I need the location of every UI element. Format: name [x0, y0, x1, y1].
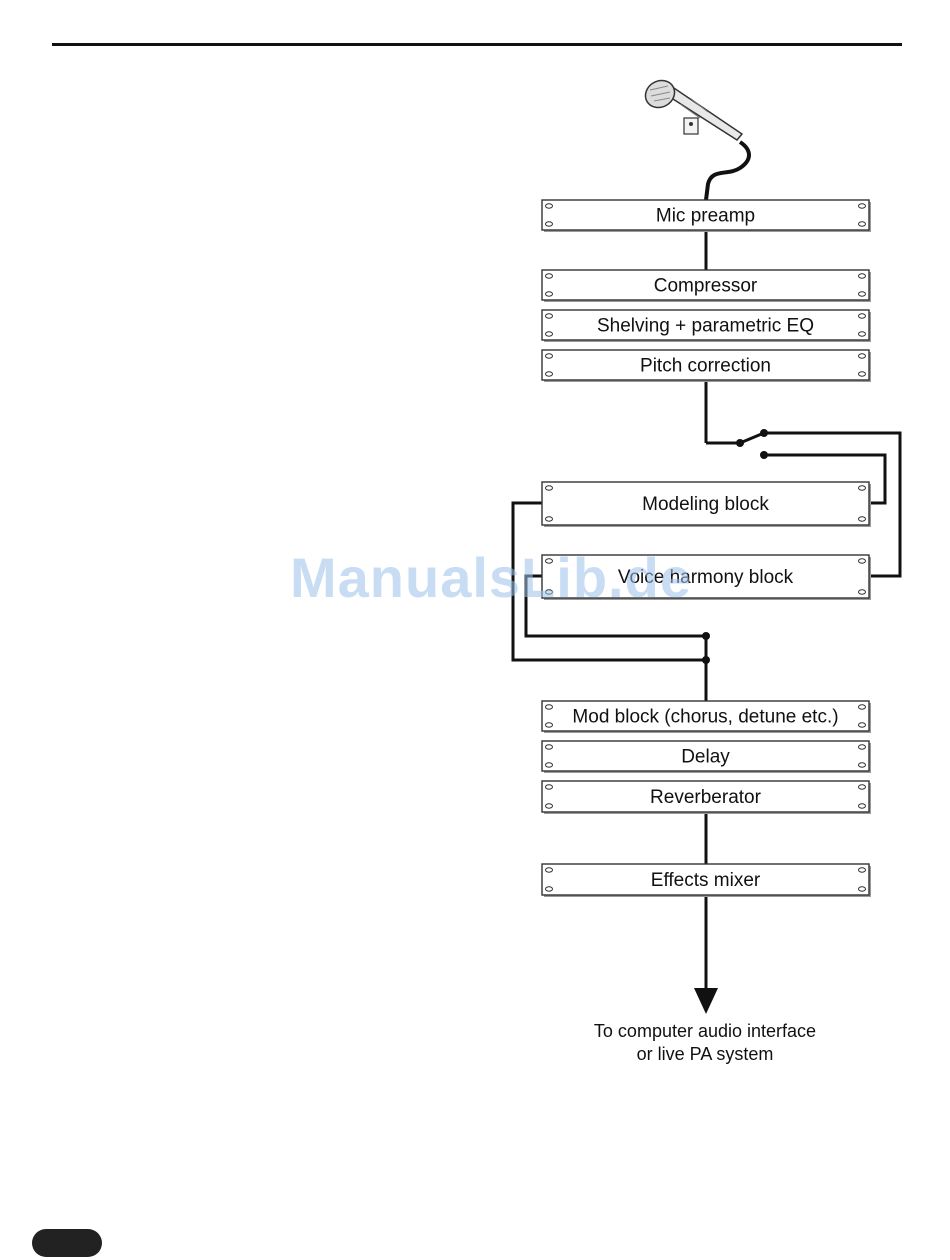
rack-unit-delay: Delay — [542, 741, 871, 773]
watermark: ManualsLib.de — [290, 545, 692, 610]
rack-unit-mic-preamp: Mic preamp — [542, 200, 871, 232]
rack-unit-effects-mixer: Effects mixer — [542, 864, 871, 897]
output-arrow — [694, 988, 718, 1014]
rack-label-effects-mixer: Effects mixer — [651, 870, 761, 891]
rack-label-pitch-correction: Pitch correction — [640, 356, 771, 377]
switch-contacts — [702, 429, 768, 664]
rack-unit-mod-block: Mod block (chorus, detune etc.) — [542, 701, 871, 733]
rack-unit-modeling-block: Modeling block — [542, 482, 871, 527]
rack-label-mod-block: Mod block (chorus, detune etc.) — [572, 707, 838, 728]
rack-label-reverberator: Reverberator — [650, 787, 762, 808]
output-line-1: To computer audio interface — [530, 1020, 880, 1043]
output-line-2: or live PA system — [530, 1043, 880, 1066]
rack-label-eq: Shelving + parametric EQ — [597, 316, 814, 337]
rack-label-compressor: Compressor — [654, 276, 758, 297]
rack-unit-pitch-correction: Pitch correction — [542, 350, 871, 382]
rack-label-delay: Delay — [681, 747, 730, 768]
output-caption: To computer audio interface or live PA s… — [530, 1020, 880, 1066]
rack-label-modeling-block: Modeling block — [642, 494, 769, 515]
page-number-tab — [32, 1229, 102, 1257]
rack-unit-compressor: Compressor — [542, 270, 871, 302]
microphone-icon — [641, 75, 749, 200]
rack-unit-reverberator: Reverberator — [542, 781, 871, 814]
rack-unit-eq: Shelving + parametric EQ — [542, 310, 871, 342]
rack-label-mic-preamp: Mic preamp — [656, 206, 755, 227]
